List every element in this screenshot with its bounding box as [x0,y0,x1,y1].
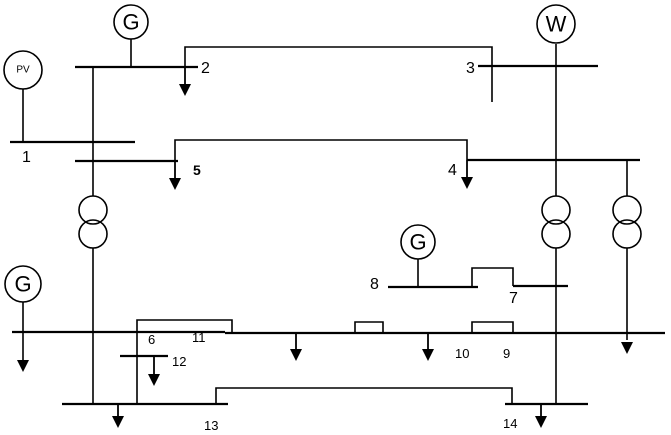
load-arrow-bus5 [169,161,181,190]
bus-label-6: 6 [148,332,155,347]
load-arrow-bus9 [621,342,633,354]
load-arrow-bus2 [179,67,191,96]
load-arrow-gen-left [17,360,29,372]
line-2-3 [184,46,493,102]
load-arrow-bus13 [112,404,124,428]
bus-label-8: 8 [370,276,379,293]
bus-label-12: 12 [172,354,186,369]
wind-source-circle [536,4,576,44]
wind-source-label: W [546,12,567,37]
line-5-4 [174,139,468,161]
pv-source-circle [3,50,43,90]
generator-top-circle [113,4,149,40]
generator-top-label: G [122,10,139,35]
transformer-right [612,195,642,249]
bus-label-10: 10 [455,346,469,361]
transformer-center [541,195,571,249]
bus-label-5: 5 [193,162,201,178]
bus-label-3: 3 [466,60,475,77]
generator-bus8-label: G [409,230,426,255]
bus-label-13: 13 [204,418,218,433]
line-13-14 [215,387,513,404]
transformer-left [78,195,108,249]
bus-label-1: 1 [22,149,31,166]
bus-label-11: 11 [192,330,206,345]
load-arrow-bus12 [148,356,160,386]
line-10-9 [471,321,514,333]
load-arrow-bus10 [422,333,434,361]
line-6-11 [136,319,233,332]
bus-label-9: 9 [503,346,510,361]
line-8-7 [471,267,514,287]
load-arrow-bus14 [535,404,547,428]
generator-bus8-circle [400,224,436,260]
load-arrow-bus11 [290,333,302,361]
generator-left-label: G [14,272,31,297]
bus-label-7: 7 [509,290,518,307]
pv-source-label: PV [16,65,30,76]
load-arrow-bus4 [461,160,473,189]
line-11-10 [354,321,384,333]
bus-label-14: 14 [503,416,517,431]
bus-label-2: 2 [201,60,210,77]
bus-label-4: 4 [448,162,457,179]
